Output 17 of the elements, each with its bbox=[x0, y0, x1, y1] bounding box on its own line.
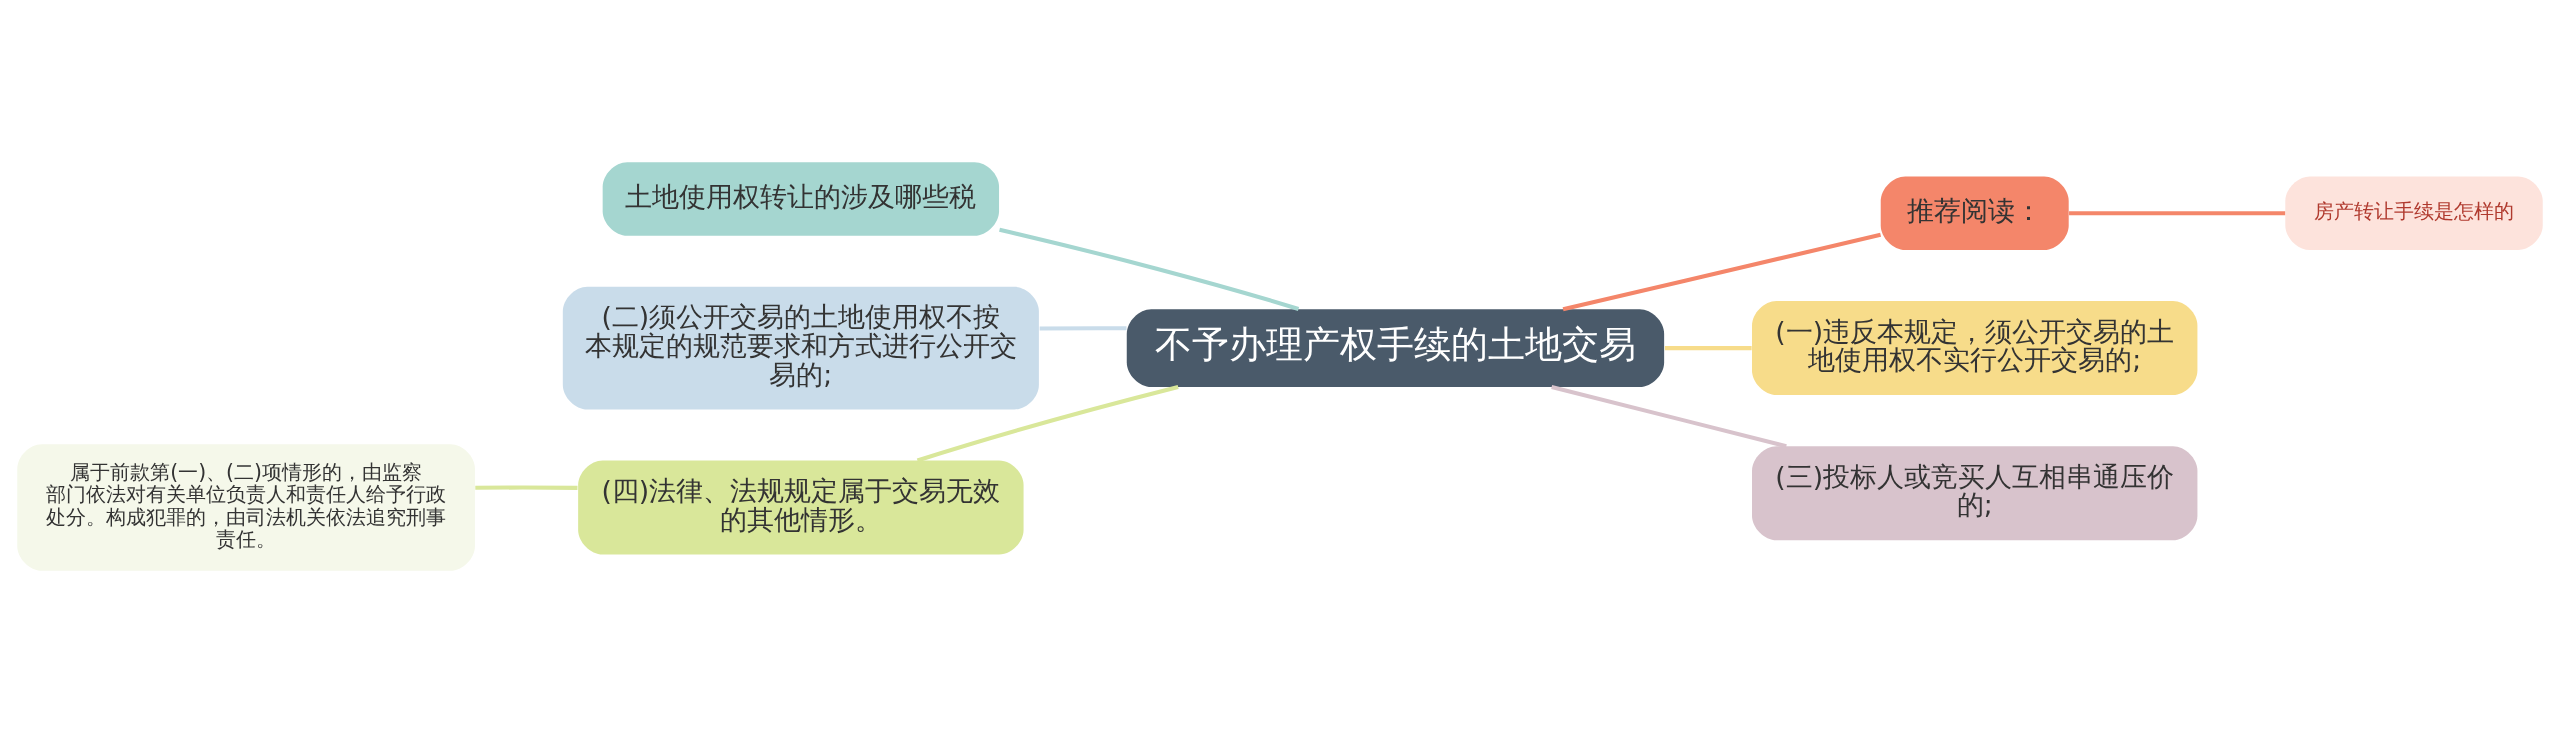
node-box: (四)法律、法规规定属于交易无效的其他情形。 bbox=[578, 460, 1024, 554]
connector bbox=[999, 227, 1300, 311]
connector bbox=[2069, 210, 2286, 215]
node-box: 属于前款第(一)、(二)项情形的，由监察部门依法对有关单位负责人和责任人给予行政处分。构成犯罪的，由司法机关依法追究刑事责任。 bbox=[17, 443, 475, 571]
connector bbox=[475, 485, 578, 490]
connector bbox=[916, 384, 1179, 462]
connector bbox=[1039, 325, 1127, 331]
connector bbox=[1562, 232, 1882, 311]
node-box: 推荐阅读： bbox=[1880, 176, 2069, 250]
node-box: (一)违反本规定，须公开交易的土地使用权不实行公开交易的; bbox=[1752, 300, 2198, 395]
connector bbox=[1664, 345, 1752, 350]
node-box: 房产转让手续是怎样的 bbox=[2285, 176, 2543, 250]
node-box: 不予办理产权手续的土地交易 bbox=[1126, 308, 1665, 387]
node-box: (三)投标人或竞买人互相串通压价的; bbox=[1752, 445, 2198, 540]
node-box: 土地使用权转让的涉及哪些税 bbox=[602, 161, 1000, 236]
connector bbox=[1551, 384, 1787, 448]
node-box: (二)须公开交易的土地使用权不按本规定的规范要求和方式进行公开交易的; bbox=[562, 286, 1039, 409]
